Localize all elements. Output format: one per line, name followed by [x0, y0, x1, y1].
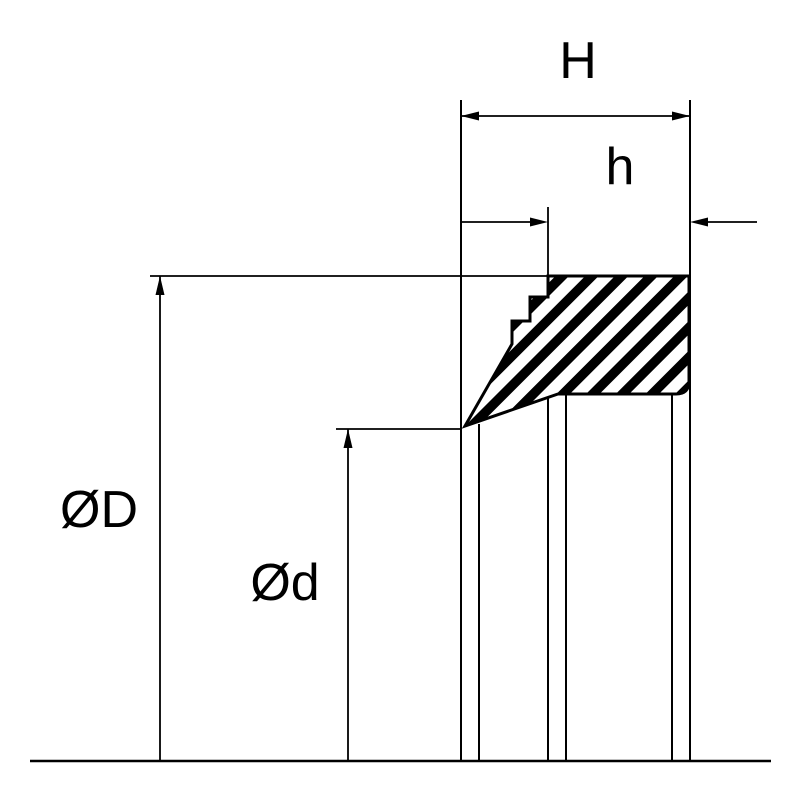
dimension-outer-diameter-label: ØD	[60, 481, 138, 539]
dimension-h-label: h	[606, 138, 635, 196]
dimension-inner-diameter-label: Ød	[250, 554, 319, 612]
arrowhead-h-right	[690, 217, 708, 227]
seal-cross-section-profile	[461, 274, 691, 429]
arrowhead-H-right	[672, 111, 690, 121]
arrowhead-h-left	[530, 217, 548, 227]
dimension-H-label: H	[559, 32, 597, 90]
arrowhead-H-left	[461, 111, 479, 121]
arrowhead-outer-diameter	[155, 276, 165, 295]
arrowhead-inner-diameter	[343, 429, 353, 448]
